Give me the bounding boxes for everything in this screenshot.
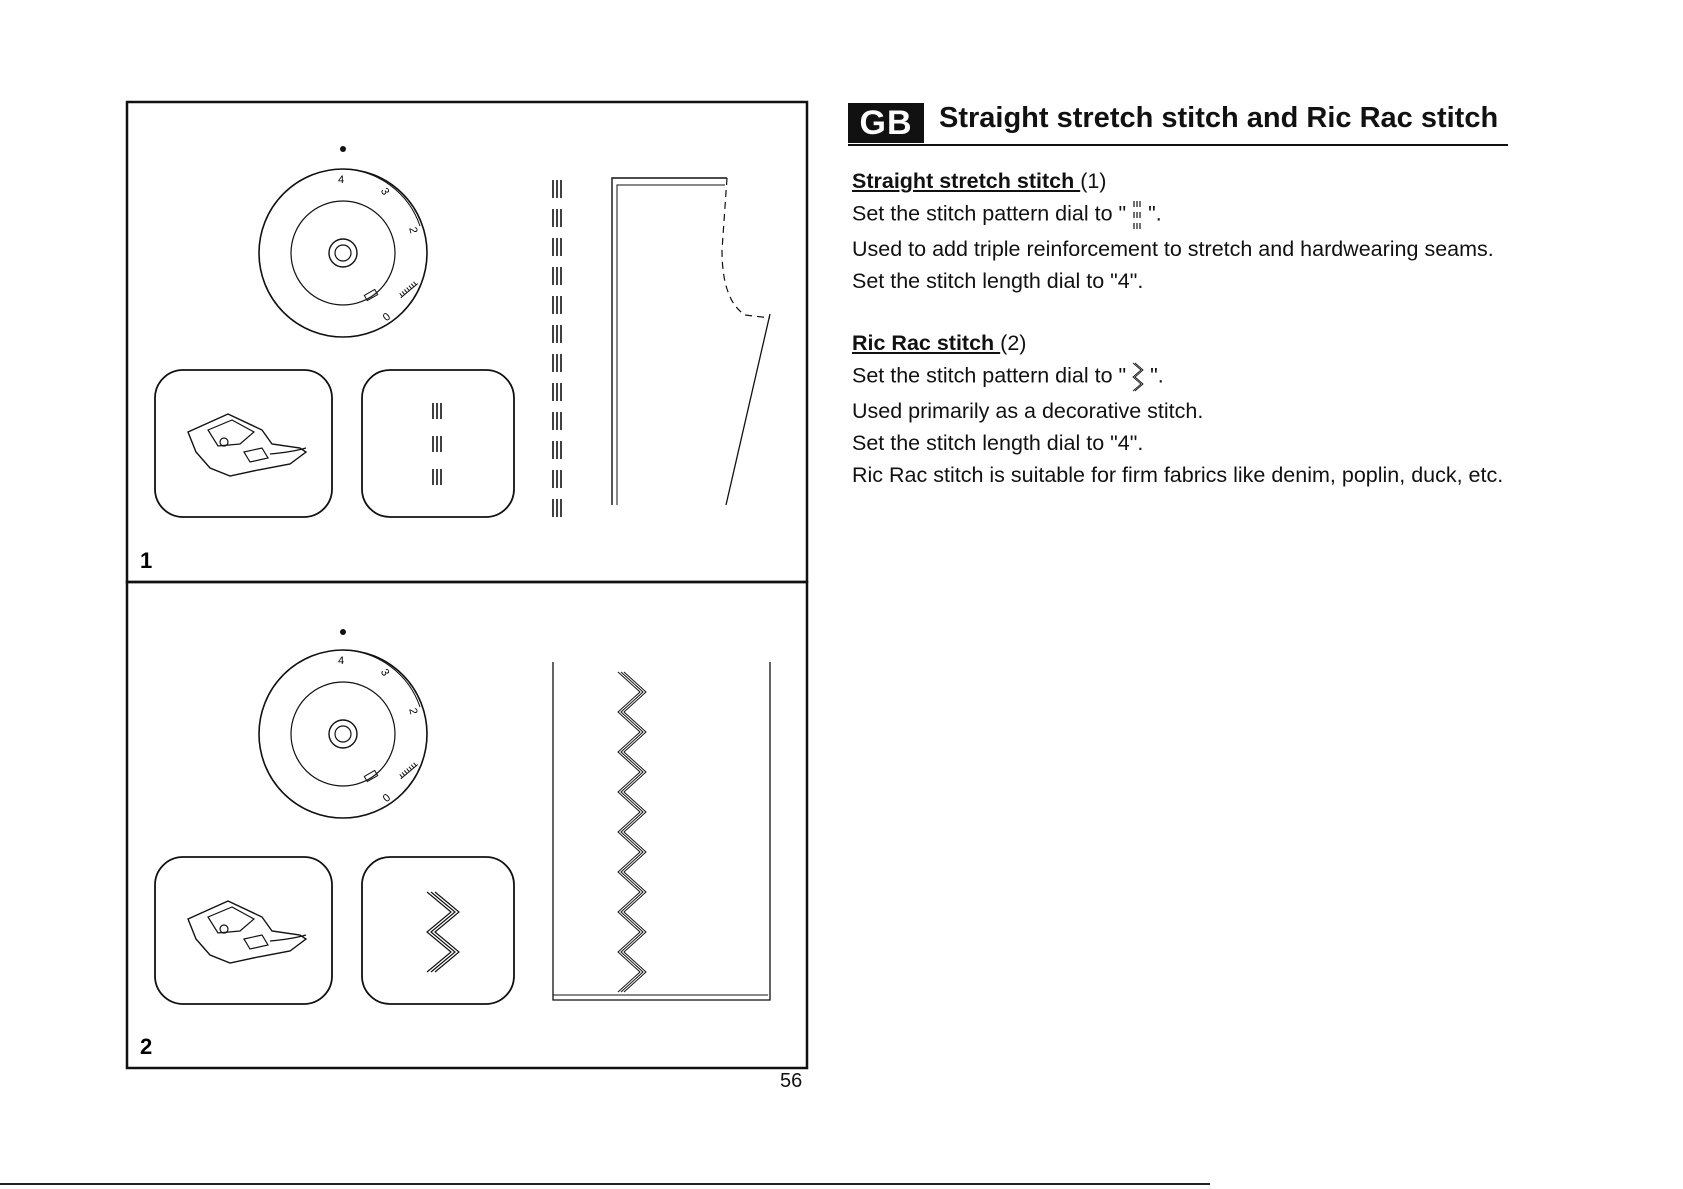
- stitch-length-dial-icon: 4 3 2 0: [258, 146, 428, 338]
- dial-number-3: 3: [378, 667, 391, 678]
- presser-foot-icon: [154, 856, 333, 1005]
- ric-rac-stitch-line: [623, 671, 647, 993]
- page-title: Straight stretch stitch and Ric Rac stit…: [939, 102, 1499, 134]
- page-number: 56: [780, 1070, 803, 1092]
- dial-number-3: 3: [378, 186, 391, 197]
- section-header: GB Straight stretch stitch and Ric Rac s…: [848, 100, 1508, 146]
- instructions-text: Straight stretch stitch (1) Set the stit…: [852, 168, 1510, 494]
- figure-1-panel: 1 4 3 2 0: [125, 100, 809, 584]
- straight-stretch-line1: Set the stitch pattern dial to " ".: [852, 200, 1510, 230]
- ric-rac-line2: Used primarily as a decorative stitch.: [852, 399, 1204, 423]
- triple-stitch-seam-line: [552, 180, 562, 517]
- dial-number-4: 4: [338, 174, 344, 186]
- presser-foot-icon: [154, 369, 333, 518]
- triple-straight-stitch-icon: [361, 369, 515, 518]
- fabric-outline: [611, 177, 771, 506]
- ric-rac-line3: Set the stitch length dial to "4".: [852, 431, 1144, 455]
- dial-number-2: 2: [406, 707, 419, 716]
- bottom-divider: [0, 1183, 1210, 1185]
- triple-straight-stitch-symbol-icon: [1133, 201, 1141, 229]
- ric-rac-fabric-sample: [552, 662, 771, 1001]
- ric-rac-stitch-line: [617, 671, 641, 993]
- dial-number-2: 2: [406, 226, 419, 235]
- figure-2-label: 2: [140, 1034, 152, 1059]
- ric-rac-line1: Set the stitch pattern dial to " ".: [852, 362, 1510, 392]
- figure-1-label: 1: [140, 548, 152, 573]
- straight-stretch-line2: Used to add triple reinforcement to stre…: [852, 237, 1494, 261]
- straight-stretch-heading: Straight stretch stitch (1): [852, 169, 1107, 193]
- figure-2-panel: 2 4 3 2 0: [125, 580, 809, 1070]
- ric-rac-heading: Ric Rac stitch (2): [852, 331, 1027, 355]
- ric-rac-symbol-icon: [1132, 362, 1144, 392]
- ric-rac-stitch-line: [620, 671, 644, 993]
- language-badge: GB: [848, 103, 924, 143]
- straight-stretch-line3: Set the stitch length dial to "4".: [852, 269, 1144, 293]
- ric-rac-line4: Ric Rac stitch is suitable for firm fabr…: [852, 463, 1504, 487]
- dial-number-4: 4: [338, 655, 344, 667]
- ric-rac-stitch-icon: [361, 856, 515, 1005]
- stitch-length-dial-icon: 4 3 2 0: [258, 629, 428, 819]
